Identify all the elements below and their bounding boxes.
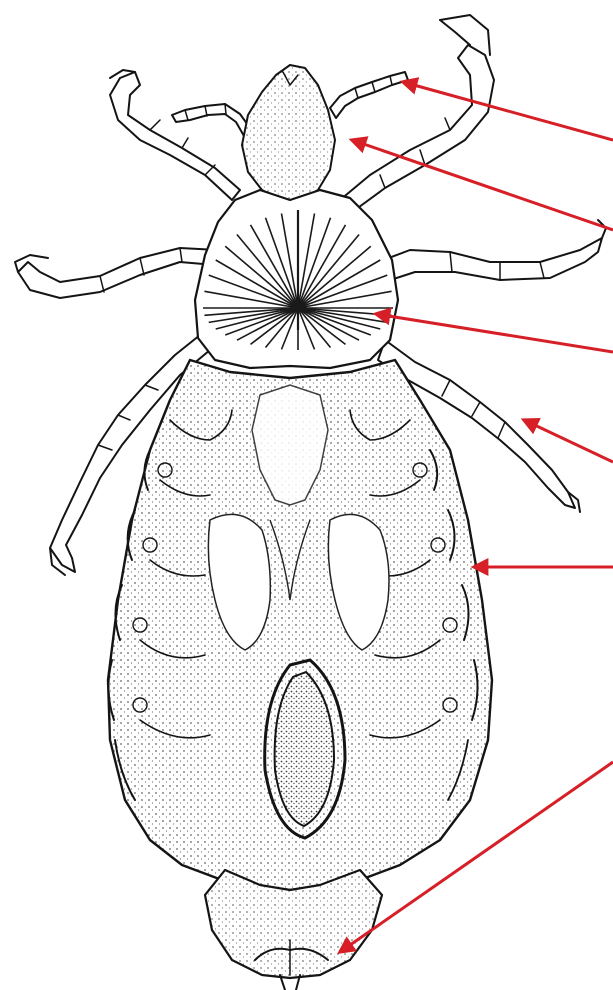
louse-body [15, 15, 606, 990]
middle-left-leg [15, 248, 218, 298]
left-antenna [172, 104, 250, 136]
abdomen [108, 360, 492, 890]
front-left-leg [110, 70, 240, 200]
antenna-pointer [403, 82, 613, 140]
thorax [195, 190, 398, 368]
right-antenna [330, 72, 408, 118]
middle-right-leg [370, 220, 606, 285]
head [242, 65, 335, 200]
thorax-pointer [376, 314, 613, 352]
